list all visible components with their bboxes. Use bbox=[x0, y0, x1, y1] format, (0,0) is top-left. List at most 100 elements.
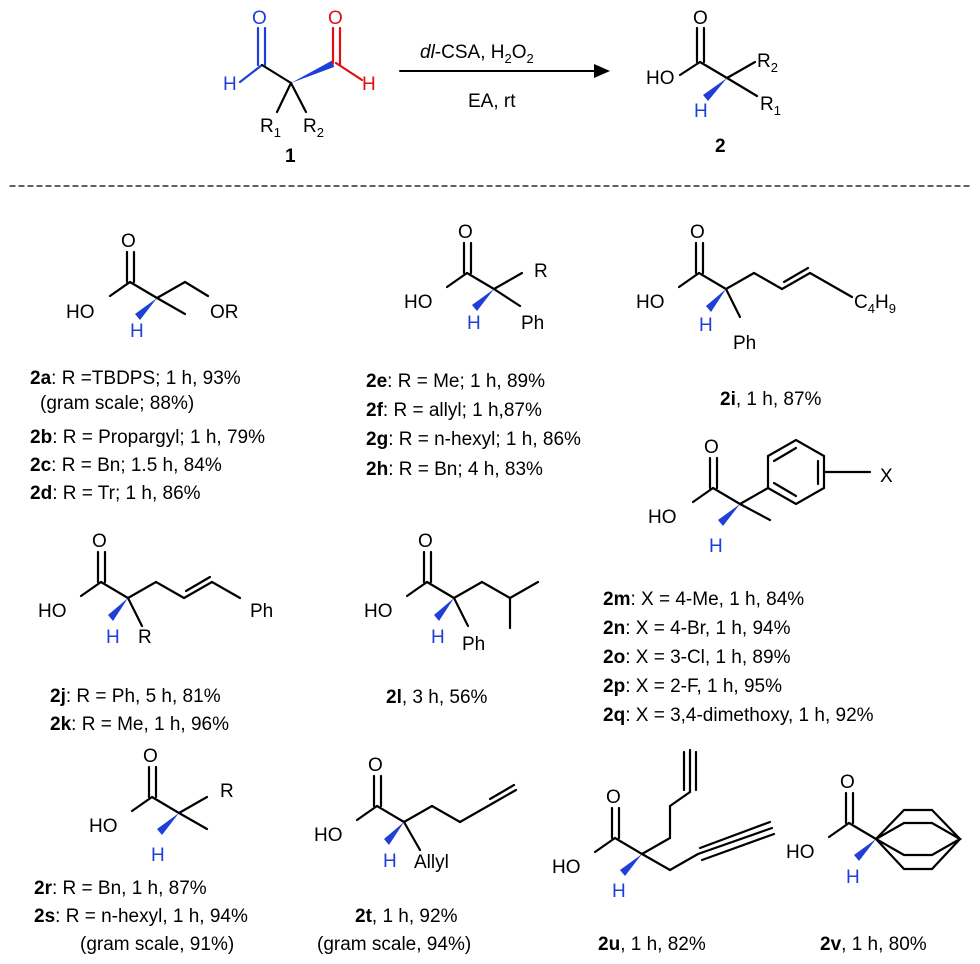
caption-2l: 2l, 3 h, 56% bbox=[386, 687, 488, 708]
svg-text:H: H bbox=[467, 313, 481, 334]
svg-text:2g: R = n-hexyl; 1 h, 86%: 2g: R = n-hexyl; 1 h, 86% bbox=[366, 429, 581, 450]
svg-text:2p: X = 2-F, 1 h, 95%: 2p: X = 2-F, 1 h, 95% bbox=[603, 676, 782, 697]
svg-text:C4H9: C4H9 bbox=[854, 292, 896, 316]
svg-text:Allyl: Allyl bbox=[414, 852, 449, 873]
reagents-bottom: EA, rt bbox=[468, 91, 516, 112]
svg-text:Ph: Ph bbox=[462, 634, 485, 655]
captions-2a-2d: 2a: R =TBDPS; 1 h, 93% (gram scale; 88%)… bbox=[30, 368, 265, 504]
svg-text:O: O bbox=[143, 746, 158, 767]
svg-text:R2: R2 bbox=[303, 116, 324, 140]
sm-oxygen-right: O bbox=[328, 8, 343, 29]
svg-text:2b: R = Propargyl; 1 h, 79%: 2b: R = Propargyl; 1 h, 79% bbox=[30, 427, 265, 448]
svg-text:2k: R = Me, 1 h, 96%: 2k: R = Me, 1 h, 96% bbox=[50, 714, 229, 735]
svg-text:H: H bbox=[383, 851, 397, 872]
svg-text:R: R bbox=[138, 627, 152, 648]
structure-2m-2q: O HO H X bbox=[648, 437, 893, 557]
compound-number-1: 1 bbox=[285, 146, 296, 167]
structure-2e-2h: O HO H R Ph bbox=[404, 222, 548, 334]
sm-r1: R bbox=[260, 116, 274, 137]
svg-text:2h: R = Bn; 4 h, 83%: 2h: R = Bn; 4 h, 83% bbox=[366, 459, 543, 480]
structure-2u: O HO H bbox=[552, 748, 776, 902]
svg-text:O: O bbox=[840, 772, 855, 793]
structure-2a-2d: O HO H OR bbox=[66, 231, 239, 342]
structure-2i: O HO H Ph C4H9 bbox=[636, 222, 896, 354]
svg-text:O: O bbox=[704, 437, 719, 458]
structure-2v: O HO H bbox=[786, 772, 963, 888]
svg-text:HO: HO bbox=[38, 601, 67, 622]
svg-text:(gram scale, 94%): (gram scale, 94%) bbox=[317, 934, 471, 955]
svg-text:2a: R =TBDPS; 1 h, 93%: 2a: R =TBDPS; 1 h, 93% bbox=[30, 368, 241, 389]
svg-text:(gram scale, 91%): (gram scale, 91%) bbox=[80, 934, 234, 955]
svg-text:HO: HO bbox=[648, 507, 677, 528]
svg-text:HO: HO bbox=[66, 302, 95, 323]
product-2: O HO H R2 R1 2 bbox=[646, 8, 781, 157]
sm-hydrogen-right: H bbox=[362, 74, 376, 95]
structure-2r-2s: O HO H R bbox=[89, 746, 234, 866]
svg-text:O: O bbox=[693, 8, 708, 29]
svg-text:H: H bbox=[699, 315, 713, 336]
svg-text:H: H bbox=[709, 536, 723, 557]
svg-text:O: O bbox=[606, 787, 621, 808]
svg-text:2r: R = Bn, 1 h, 87%: 2r: R = Bn, 1 h, 87% bbox=[34, 878, 207, 899]
svg-text:HO: HO bbox=[786, 842, 815, 863]
svg-text:R2: R2 bbox=[757, 51, 778, 75]
svg-text:H: H bbox=[106, 627, 120, 648]
svg-text:H: H bbox=[694, 101, 708, 122]
svg-text:R1: R1 bbox=[760, 94, 781, 118]
svg-text:Ph: Ph bbox=[733, 333, 756, 354]
reaction-arrow: dl-CSA, H2O2 EA, rt bbox=[399, 42, 610, 112]
reagents-top: dl-CSA, H2O2 bbox=[420, 42, 534, 66]
caption-2i: 2i, 1 h, 87% bbox=[720, 389, 822, 410]
captions-2t: 2t, 1 h, 92% (gram scale, 94%) bbox=[317, 906, 471, 955]
svg-text:2e: R = Me; 1 h, 89%: 2e: R = Me; 1 h, 89% bbox=[366, 371, 545, 392]
wedge-bond-blue bbox=[291, 60, 334, 83]
svg-text:O: O bbox=[121, 231, 136, 252]
svg-text:HO: HO bbox=[364, 601, 393, 622]
svg-text:2n: X = 4-Br, 1 h, 94%: 2n: X = 4-Br, 1 h, 94% bbox=[603, 618, 791, 639]
svg-text:2m: X = 4-Me, 1 h, 84%: 2m: X = 4-Me, 1 h, 84% bbox=[603, 589, 804, 610]
svg-text:O: O bbox=[92, 531, 107, 552]
svg-text:O: O bbox=[368, 755, 383, 776]
svg-text:HO: HO bbox=[552, 857, 581, 878]
sm-oxygen-left: O bbox=[252, 8, 267, 29]
svg-text:R1: R1 bbox=[260, 116, 281, 140]
sm-r2: R bbox=[303, 116, 317, 137]
svg-text:2f: R = allyl; 1 h,87%: 2f: R = allyl; 1 h,87% bbox=[366, 400, 542, 421]
svg-text:HO: HO bbox=[646, 68, 675, 89]
svg-text:O: O bbox=[458, 222, 473, 243]
svg-text:R: R bbox=[220, 781, 234, 802]
svg-text:(gram scale; 88%): (gram scale; 88%) bbox=[40, 393, 194, 414]
svg-text:HO: HO bbox=[314, 825, 343, 846]
svg-text:R: R bbox=[534, 261, 548, 282]
captions-2j-2k: 2j: R = Ph, 5 h, 81% 2k: R = Me, 1 h, 96… bbox=[50, 686, 229, 735]
captions-2r-2s: 2r: R = Bn, 1 h, 87% 2s: R = n-hexyl, 1 … bbox=[34, 878, 248, 955]
caption-2u: 2u, 1 h, 82% bbox=[598, 934, 706, 955]
svg-text:O: O bbox=[690, 222, 705, 243]
structure-2t: O HO H Allyl bbox=[314, 755, 518, 873]
structure-2l: O HO H Ph bbox=[364, 531, 540, 655]
svg-text:HO: HO bbox=[89, 816, 118, 837]
svg-text:H: H bbox=[612, 881, 626, 902]
svg-text:2d: R = Tr; 1 h, 86%: 2d: R = Tr; 1 h, 86% bbox=[30, 483, 201, 504]
svg-text:X: X bbox=[880, 466, 893, 487]
svg-text:OR: OR bbox=[210, 302, 239, 323]
svg-text:HO: HO bbox=[404, 292, 433, 313]
svg-text:H: H bbox=[130, 321, 144, 342]
svg-text:H: H bbox=[431, 627, 445, 648]
svg-text:2j: R = Ph, 5 h, 81%: 2j: R = Ph, 5 h, 81% bbox=[50, 686, 221, 707]
sm-hydrogen-left: H bbox=[223, 74, 237, 95]
svg-text:2s: R = n-hexyl, 1 h, 94%: 2s: R = n-hexyl, 1 h, 94% bbox=[34, 906, 248, 927]
svg-text:2o: X = 3-Cl, 1 h, 89%: 2o: X = 3-Cl, 1 h, 89% bbox=[603, 647, 791, 668]
svg-text:2c: R = Bn; 1.5 h, 84%: 2c: R = Bn; 1.5 h, 84% bbox=[30, 455, 222, 476]
svg-text:HO: HO bbox=[636, 292, 665, 313]
svg-text:H: H bbox=[846, 867, 860, 888]
svg-text:2t, 1 h, 92%: 2t, 1 h, 92% bbox=[355, 906, 458, 927]
svg-text:Ph: Ph bbox=[250, 601, 273, 622]
svg-text:Ph: Ph bbox=[521, 313, 544, 334]
compound-number-2: 2 bbox=[715, 136, 726, 157]
svg-text:2q: X = 3,4-dimethoxy, 1 h, 92: 2q: X = 3,4-dimethoxy, 1 h, 92% bbox=[603, 705, 874, 726]
captions-2e-2h: 2e: R = Me; 1 h, 89% 2f: R = allyl; 1 h,… bbox=[366, 371, 581, 480]
svg-text:H: H bbox=[151, 845, 165, 866]
